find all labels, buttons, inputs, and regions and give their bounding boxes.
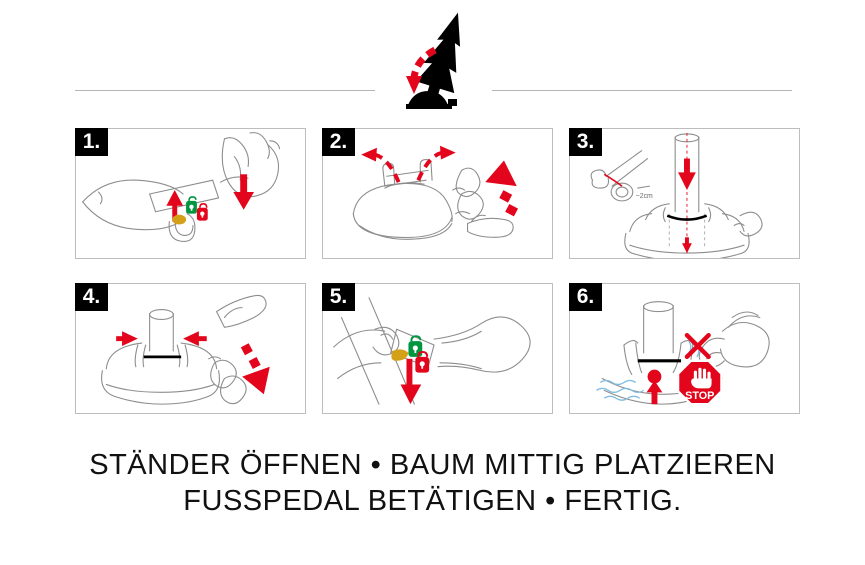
step-panel-3[interactable]: 3. bbox=[569, 128, 800, 259]
caption-line-1: STÄNDER ÖFFNEN • BAUM MITTIG PLATZIEREN bbox=[89, 449, 776, 481]
foot-on-pedal-unlock-icon bbox=[82, 132, 281, 243]
red-long-down-arrow bbox=[400, 358, 422, 405]
red-lock-badge bbox=[415, 350, 430, 373]
ochre-tab bbox=[391, 349, 409, 361]
water-level-stop-icon: STOP bbox=[596, 301, 770, 406]
divider-line-right bbox=[492, 90, 792, 91]
red-dashed-arc-left bbox=[374, 152, 401, 183]
white-hand-glyph bbox=[691, 367, 712, 389]
step-number-badge-1: 1. bbox=[75, 128, 108, 156]
red-dashed-arrow-down-right bbox=[240, 343, 270, 395]
trunk-measurement-label: ~2cm bbox=[636, 193, 653, 200]
step-number-badge-4: 4. bbox=[75, 283, 108, 311]
step-panel-6[interactable]: 6. bbox=[569, 283, 800, 414]
red-down-arrow bbox=[233, 174, 255, 210]
step-number-badge-5: 5. bbox=[322, 283, 355, 311]
red-stop-octagon: STOP bbox=[676, 359, 723, 406]
red-cross bbox=[684, 332, 711, 360]
red-up-arrow bbox=[166, 190, 184, 222]
step-number-badge-3: 3. bbox=[569, 128, 602, 156]
stop-label: STOP bbox=[685, 390, 714, 402]
divider-line-left bbox=[75, 90, 375, 91]
caption-block: STÄNDER ÖFFNEN • BAUM MITTIG PLATZIEREN … bbox=[0, 447, 865, 519]
red-lock-badge bbox=[196, 203, 208, 221]
step-panel-2[interactable]: 2. bbox=[322, 128, 553, 259]
header-band bbox=[0, 0, 865, 112]
step-panel-5[interactable]: 5. bbox=[322, 283, 553, 414]
red-up-arrow bbox=[646, 380, 663, 405]
caption-line-2: FUSSPEDAL BETÄTIGEN • FERTIG. bbox=[183, 485, 682, 517]
trunk-insert-center-icon: ~2cm bbox=[590, 132, 763, 258]
red-float-marker bbox=[647, 369, 662, 384]
red-dashed-arrow-up-right bbox=[485, 160, 519, 217]
red-arrow-right bbox=[183, 331, 207, 347]
pedal-press-lock-icon bbox=[333, 297, 531, 405]
step-panel-4[interactable]: 4. bbox=[75, 283, 306, 414]
red-bottom-arrow bbox=[682, 237, 692, 254]
red-dashed-arc-right bbox=[416, 150, 443, 181]
step-number-badge-6: 6. bbox=[569, 283, 602, 311]
step-panel-1[interactable]: 1. bbox=[75, 128, 306, 259]
ochre-tab bbox=[172, 214, 187, 225]
red-arrow-left bbox=[116, 331, 138, 347]
green-unlock-badge bbox=[186, 196, 197, 214]
stand-clamps-opening-icon bbox=[352, 145, 519, 240]
tilted-christmas-tree-into-stand-icon bbox=[406, 12, 461, 109]
step-number-badge-2: 2. bbox=[322, 128, 355, 156]
red-down-arrow bbox=[678, 158, 696, 191]
stand-clamps-closing-icon bbox=[101, 294, 270, 405]
